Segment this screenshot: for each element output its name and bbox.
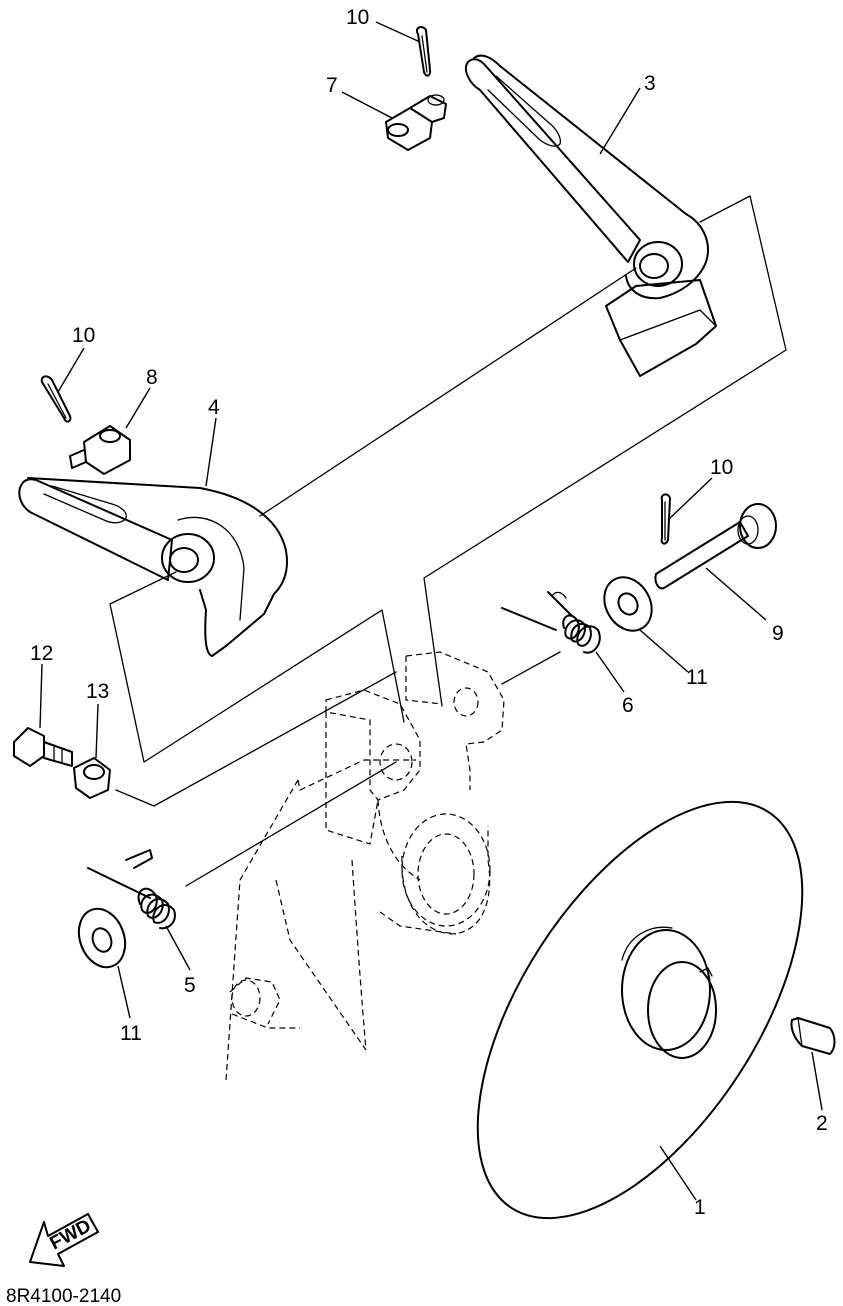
callout-10-top: 10 <box>346 6 369 29</box>
fwd-arrow-icon: FWD <box>29 1213 99 1267</box>
nut-13 <box>73 757 111 799</box>
cotter-pin-left <box>40 375 72 423</box>
washer-left <box>77 907 127 969</box>
fwd-label: FWD <box>46 1216 94 1255</box>
pin-9 <box>654 503 777 590</box>
callout-10-left: 10 <box>72 324 95 347</box>
bolt-12 <box>13 727 73 767</box>
callout-2: 2 <box>816 1112 828 1135</box>
pin-8 <box>69 425 131 475</box>
callout-11-left: 11 <box>120 1022 142 1045</box>
spring-5 <box>87 849 176 930</box>
callout-5: 5 <box>184 974 196 997</box>
pin-7 <box>385 94 447 151</box>
leader-lines <box>39 21 823 1201</box>
arm-4 <box>18 477 288 657</box>
cotter-pin-right <box>660 493 671 545</box>
callout-10-right: 10 <box>710 456 733 479</box>
alignment-frame-lower <box>115 651 561 887</box>
callout-8: 8 <box>146 366 158 389</box>
callout-13: 13 <box>86 680 109 703</box>
sheave-1 <box>476 800 804 1220</box>
alignment-frame-upper <box>109 195 787 763</box>
key-2 <box>790 1017 836 1055</box>
cotter-pin-top <box>416 26 432 77</box>
callouts: 1 2 3 4 5 6 7 8 9 10 10 10 11 11 12 13 <box>30 6 828 1219</box>
callout-6: 6 <box>622 694 634 717</box>
spring-6 <box>501 591 601 654</box>
arm-3 <box>464 54 717 377</box>
washer-right <box>603 576 653 632</box>
callout-12: 12 <box>30 642 53 665</box>
callout-11-right: 11 <box>686 666 708 689</box>
callout-1: 1 <box>694 1196 706 1219</box>
diagram-code: 8R4100-2140 <box>6 1286 121 1306</box>
housing-bracket <box>225 651 505 1081</box>
callout-4: 4 <box>208 396 220 419</box>
callout-7: 7 <box>326 74 338 97</box>
callout-9: 9 <box>772 622 784 645</box>
callout-3: 3 <box>644 72 656 95</box>
